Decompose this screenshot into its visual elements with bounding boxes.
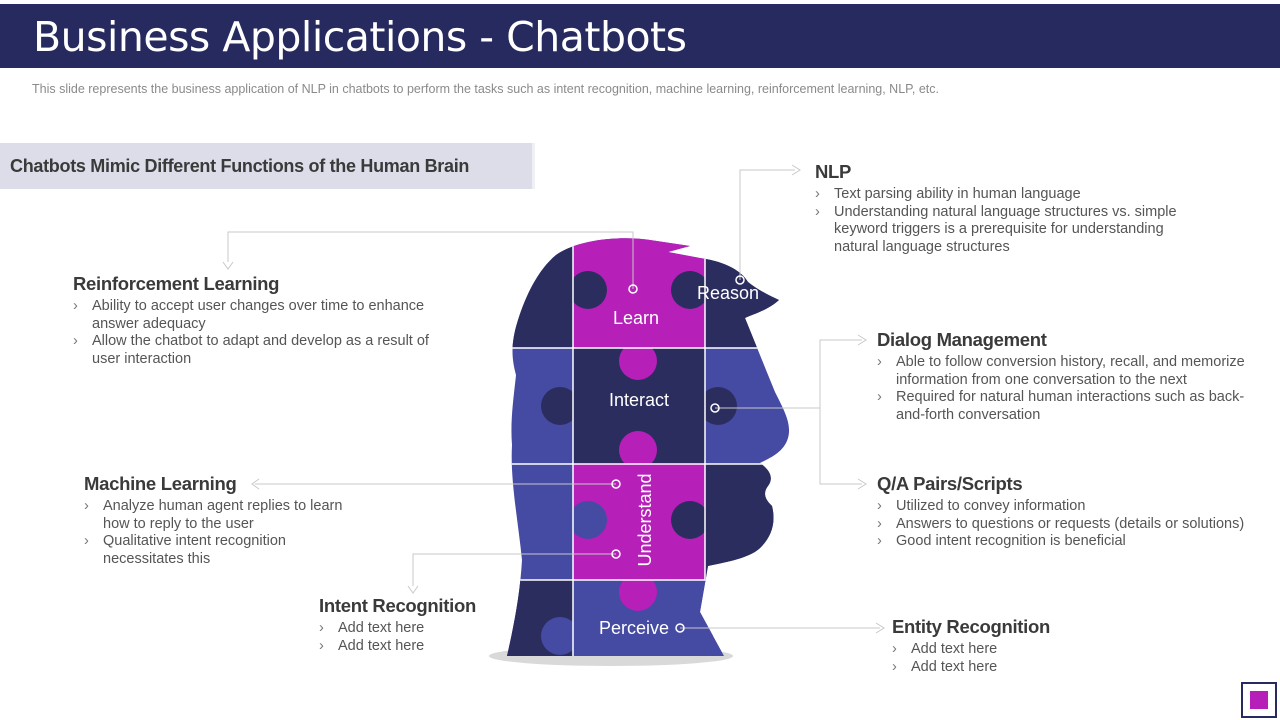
puzzle-piece-dark-right xyxy=(705,464,790,580)
knob-understand-left xyxy=(569,501,607,539)
machine-learning-title: Machine Learning xyxy=(84,473,237,494)
knob-understand-bottom xyxy=(619,573,657,611)
connector-lines xyxy=(227,169,880,629)
knob-interact-left xyxy=(541,387,579,425)
slide-description: This slide represents the business appli… xyxy=(32,82,939,96)
nlp-title: NLP xyxy=(815,161,852,182)
block-intent-recognition: Intent Recognition Add text here Add tex… xyxy=(319,594,519,655)
list-item: Qualitative intent recognition necessita… xyxy=(84,533,359,568)
block-dialog-management: Dialog Management Able to follow convers… xyxy=(877,328,1262,424)
reinforcement-learning-title: Reinforcement Learning xyxy=(73,273,280,294)
logo-square xyxy=(1250,691,1268,709)
knob-learn-left xyxy=(569,271,607,309)
list-item: Required for natural human interactions … xyxy=(877,389,1262,424)
knob-understand-right xyxy=(671,501,709,539)
page-title: Business Applications - Chatbots xyxy=(33,13,687,61)
intent-recognition-title: Intent Recognition xyxy=(319,595,476,616)
label-interact: Interact xyxy=(609,390,669,410)
list-item: Add text here xyxy=(892,641,1112,659)
connector-arrowheads xyxy=(222,164,885,634)
list-item: Add text here xyxy=(892,659,1112,677)
entity-recognition-title: Entity Recognition xyxy=(892,616,1051,637)
nlp-list: Text parsing ability in human language U… xyxy=(815,186,1195,256)
list-item: Allow the chatbot to adapt and develop a… xyxy=(73,333,443,368)
label-reason: Reason xyxy=(697,283,759,303)
banner-heading: Chatbots Mimic Different Functions of th… xyxy=(10,156,470,176)
qa-pairs-scripts-title: Q/A Pairs/Scripts xyxy=(877,473,1023,494)
slide-logo-icon xyxy=(1241,682,1277,718)
label-understand: Understand xyxy=(635,473,655,566)
connector-dots xyxy=(611,275,745,633)
list-item: Text parsing ability in human language xyxy=(815,186,1195,204)
label-learn: Learn xyxy=(613,308,659,328)
list-item: Understanding natural language structure… xyxy=(815,204,1195,257)
machine-learning-list: Analyze human agent replies to learn how… xyxy=(84,498,359,568)
block-qa-pairs-scripts: Q/A Pairs/Scripts Utilized to convey inf… xyxy=(877,472,1267,551)
block-entity-recognition: Entity Recognition Add text here Add tex… xyxy=(892,615,1112,676)
block-nlp: NLP Text parsing ability in human langua… xyxy=(815,160,1195,256)
reinforcement-learning-list: Ability to accept user changes over time… xyxy=(73,298,443,368)
intent-recognition-list: Add text here Add text here xyxy=(319,620,519,655)
dialog-management-title: Dialog Management xyxy=(877,329,1047,350)
list-item: Utilized to convey information xyxy=(877,498,1267,516)
list-item: Answers to questions or requests (detail… xyxy=(877,516,1267,534)
qa-pairs-scripts-list: Utilized to convey information Answers t… xyxy=(877,498,1267,551)
title-bar: Business Applications - Chatbots xyxy=(0,4,1280,68)
section-banner: Chatbots Mimic Different Functions of th… xyxy=(0,143,535,189)
puzzle-piece-dark-top-left xyxy=(507,238,573,348)
knob-interact-bottom xyxy=(619,431,657,469)
entity-recognition-list: Add text here Add text here xyxy=(892,641,1112,676)
list-item: Ability to accept user changes over time… xyxy=(73,298,443,333)
knob-perceive-left xyxy=(541,617,579,655)
block-reinforcement-learning: Reinforcement Learning Ability to accept… xyxy=(73,272,443,368)
dialog-management-list: Able to follow conversion history, recal… xyxy=(877,354,1262,424)
label-perceive: Perceive xyxy=(599,618,669,638)
knob-learn-right xyxy=(671,271,709,309)
list-item: Add text here xyxy=(319,620,519,638)
list-item: Analyze human agent replies to learn how… xyxy=(84,498,359,533)
list-item: Good intent recognition is beneficial xyxy=(877,533,1267,551)
list-item: Able to follow conversion history, recal… xyxy=(877,354,1262,389)
knob-learn-bottom xyxy=(619,342,657,380)
list-item: Add text here xyxy=(319,638,519,656)
block-machine-learning: Machine Learning Analyze human agent rep… xyxy=(84,472,359,568)
